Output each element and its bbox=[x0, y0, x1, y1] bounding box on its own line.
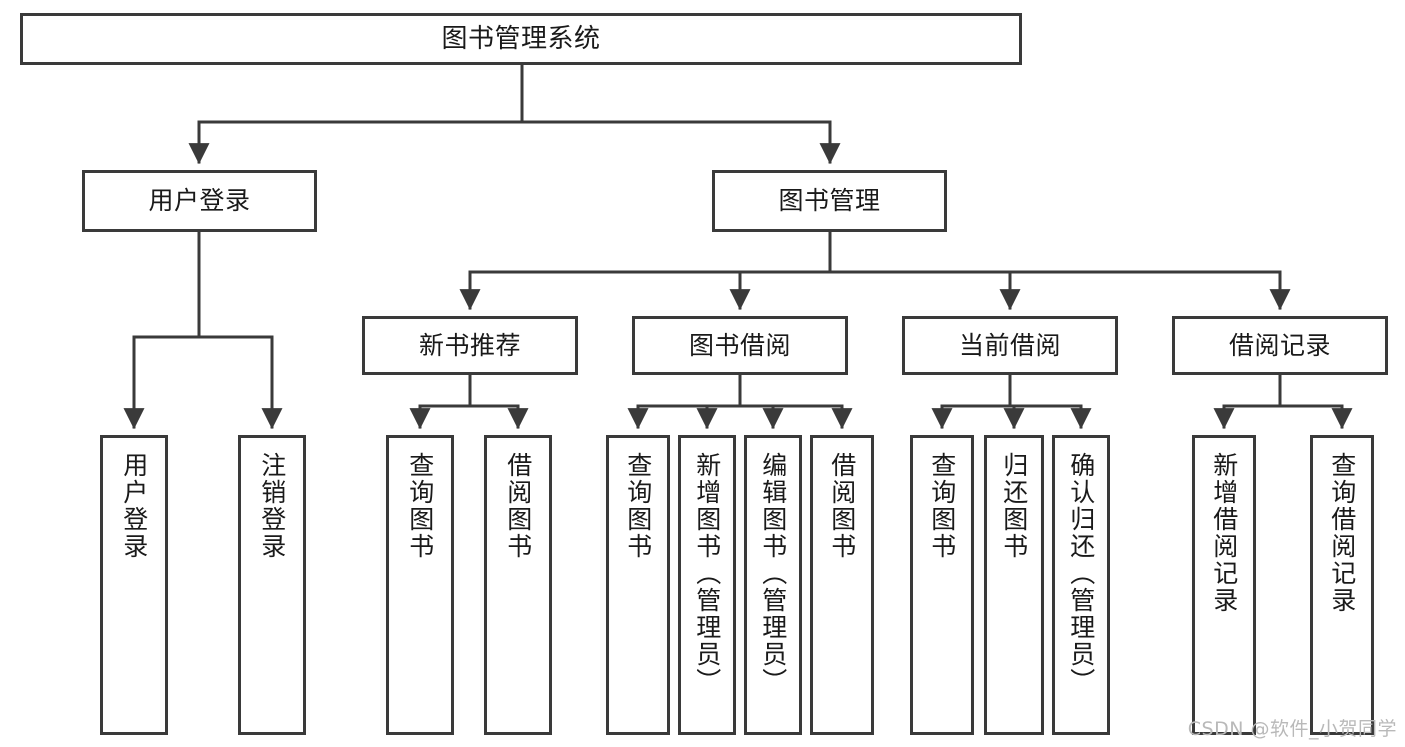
node-leaf-borrow-book-2[interactable]: 借阅图书 bbox=[810, 435, 874, 735]
node-book-manage-label: 图书管理 bbox=[778, 186, 881, 216]
node-leaf-edit-book-label: 编辑图书（管理员） bbox=[758, 452, 788, 695]
node-leaf-add-record-label: 新增借阅记录 bbox=[1209, 452, 1239, 614]
node-leaf-borrow-book-1-label: 借阅图书 bbox=[503, 452, 533, 560]
node-leaf-query-book-1[interactable]: 查询图书 bbox=[386, 435, 454, 735]
node-leaf-add-book-label: 新增图书（管理员） bbox=[692, 452, 722, 695]
node-leaf-query-record-label: 查询借阅记录 bbox=[1327, 452, 1357, 614]
node-leaf-edit-book[interactable]: 编辑图书（管理员） bbox=[744, 435, 802, 735]
node-leaf-add-book[interactable]: 新增图书（管理员） bbox=[678, 435, 736, 735]
node-leaf-confirm-return[interactable]: 确认归还（管理员） bbox=[1052, 435, 1110, 735]
node-current-borrow[interactable]: 当前借阅 bbox=[902, 316, 1118, 375]
node-leaf-user-login-label: 用户登录 bbox=[119, 452, 149, 560]
edges-newbook-to-leaves bbox=[409, 373, 529, 430]
node-leaf-query-book-1-label: 查询图书 bbox=[405, 452, 435, 560]
node-leaf-user-login[interactable]: 用户登录 bbox=[100, 435, 168, 735]
node-leaf-query-record[interactable]: 查询借阅记录 bbox=[1310, 435, 1374, 735]
node-leaf-query-book-3-label: 查询图书 bbox=[927, 452, 957, 560]
node-current-borrow-label: 当前借阅 bbox=[958, 330, 1061, 360]
edges-bookborrow-to-leaves bbox=[627, 373, 853, 430]
node-leaf-query-book-2-label: 查询图书 bbox=[623, 452, 653, 560]
edges-bookmanage-to-level3 bbox=[459, 230, 1291, 311]
node-book-borrow[interactable]: 图书借阅 bbox=[632, 316, 848, 375]
node-leaf-user-logout-label: 注销登录 bbox=[257, 452, 287, 560]
node-book-borrow-label: 图书借阅 bbox=[688, 330, 791, 360]
node-leaf-confirm-return-label: 确认归还（管理员） bbox=[1066, 452, 1096, 695]
node-user-login-label: 用户登录 bbox=[148, 186, 251, 216]
node-leaf-return-book-label: 归还图书 bbox=[999, 452, 1029, 560]
node-leaf-borrow-book-1[interactable]: 借阅图书 bbox=[484, 435, 552, 735]
node-borrow-record[interactable]: 借阅记录 bbox=[1172, 316, 1388, 375]
node-root[interactable]: 图书管理系统 bbox=[20, 13, 1022, 65]
node-user-login[interactable]: 用户登录 bbox=[82, 170, 317, 232]
edges-root-to-level2 bbox=[188, 63, 841, 165]
node-new-book-recommend[interactable]: 新书推荐 bbox=[362, 316, 578, 375]
edges-currentborrow-to-leaves bbox=[931, 373, 1092, 430]
edges-borrowrecord-to-leaves bbox=[1213, 373, 1353, 430]
node-new-book-recommend-label: 新书推荐 bbox=[418, 330, 521, 360]
edges-userlogin-to-leaves bbox=[123, 230, 283, 430]
node-root-label: 图书管理系统 bbox=[441, 23, 601, 54]
node-leaf-add-record[interactable]: 新增借阅记录 bbox=[1192, 435, 1256, 735]
node-book-manage[interactable]: 图书管理 bbox=[712, 170, 947, 232]
node-borrow-record-label: 借阅记录 bbox=[1228, 330, 1331, 360]
node-leaf-query-book-2[interactable]: 查询图书 bbox=[606, 435, 670, 735]
node-leaf-borrow-book-2-label: 借阅图书 bbox=[827, 452, 857, 560]
node-leaf-user-logout[interactable]: 注销登录 bbox=[238, 435, 306, 735]
node-leaf-query-book-3[interactable]: 查询图书 bbox=[910, 435, 974, 735]
node-leaf-return-book[interactable]: 归还图书 bbox=[984, 435, 1044, 735]
